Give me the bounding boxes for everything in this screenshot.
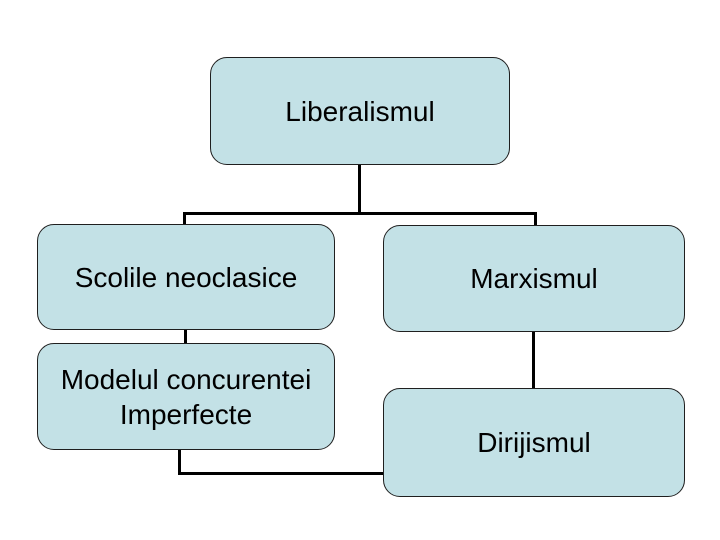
node-label-liberalismul: Liberalismul bbox=[285, 95, 435, 127]
connector-modelul-dirijismul bbox=[178, 472, 384, 475]
connector-stub-marxismul bbox=[534, 212, 537, 226]
connector-liberalismul-down bbox=[358, 165, 361, 213]
connector-horizontal-bar bbox=[183, 212, 537, 215]
node-label-dirijismul: Dirijismul bbox=[477, 427, 591, 458]
connector-scolile-modelul bbox=[184, 329, 187, 344]
diagram-node-liberalismul: Liberalismul bbox=[210, 57, 510, 165]
connector-stub-scolile bbox=[183, 212, 186, 225]
connector-marxismul-dirijismul bbox=[532, 331, 535, 389]
node-label-modelul-concurentei-imperfecte: Modelul concurentei Imperfecte bbox=[60, 363, 312, 430]
diagram-node-scolile-neoclasice: Scolile neoclasice bbox=[37, 224, 335, 330]
diagram-node-modelul-concurentei-imperfecte: Modelul concurentei Imperfecte bbox=[37, 343, 335, 450]
diagram-node-dirijismul: Dirijismul bbox=[383, 388, 685, 497]
diagram-node-marxismul: Marxismul bbox=[383, 225, 685, 332]
node-label-marxismul: Marxismul bbox=[470, 263, 598, 294]
node-label-scolile-neoclasice: Scolile neoclasice bbox=[74, 261, 298, 293]
connector-modelul-down bbox=[178, 449, 181, 475]
